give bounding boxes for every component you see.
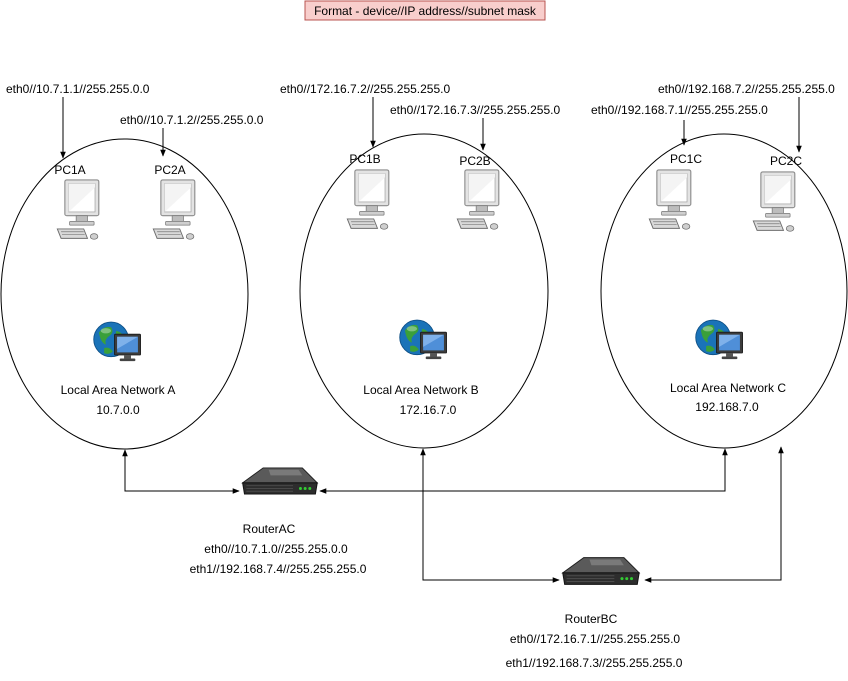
lan-b-address: 172.16.7.0 xyxy=(400,403,457,417)
pc1b-label: PC1B xyxy=(349,152,380,166)
pc1c-iface: eth0//192.168.7.1//255.255.255.0 xyxy=(591,103,768,117)
pc2b-iface: eth0//172.16.7.3//255.255.255.0 xyxy=(390,103,560,117)
pc1a-icon xyxy=(56,179,100,240)
pc1a-iface: eth0//10.7.1.1//255.255.0.0 xyxy=(6,82,150,96)
lan-b-globe-icon xyxy=(399,319,447,360)
lan-b-boundary xyxy=(299,133,549,449)
router-connections xyxy=(122,446,784,583)
link-lan-a-routerac xyxy=(122,449,240,494)
link-routerbc-lan-c xyxy=(644,446,784,583)
routerac-icon xyxy=(242,467,318,495)
lan-a-address: 10.7.0.0 xyxy=(96,403,140,417)
lan-c-name: Local Area Network C xyxy=(670,381,786,395)
routerac-eth1: eth1//192.168.7.4//255.255.255.0 xyxy=(190,562,367,576)
routerac-eth0: eth0//10.7.1.0//255.255.0.0 xyxy=(204,542,348,556)
lan-c-address: 192.168.7.0 xyxy=(695,400,759,414)
pc2b-icon xyxy=(456,169,500,230)
routerbc-icon xyxy=(562,557,640,585)
lan-a-boundary xyxy=(0,138,249,450)
routerbc-eth0: eth0//172.16.7.1//255.255.255.0 xyxy=(510,632,680,646)
pc2a-iface: eth0//10.7.1.2//255.255.0.0 xyxy=(120,113,264,127)
pc1a-label: PC1A xyxy=(54,163,85,177)
pc1b-icon xyxy=(346,169,390,230)
pc2a-icon xyxy=(152,179,196,240)
pc2c-icon xyxy=(752,171,796,232)
routerac-label: RouterAC xyxy=(243,522,296,536)
pc1b-iface: eth0//172.16.7.2//255.255.255.0 xyxy=(280,82,450,96)
pc2c-label: PC2C xyxy=(770,154,802,168)
pc2b-label: PC2B xyxy=(459,154,490,168)
routerbc-label: RouterBC xyxy=(565,612,618,626)
link-lan-b-routerbc xyxy=(420,448,560,583)
lan-a-name: Local Area Network A xyxy=(61,383,176,397)
format-note: Format - device//IP address//subnet mask xyxy=(304,0,546,21)
link-routerac-lan-c xyxy=(319,448,728,494)
pc2a-label: PC2A xyxy=(154,163,185,177)
routerbc-eth1: eth1//192.168.7.3//255.255.255.0 xyxy=(506,656,683,670)
lan-a-globe-icon xyxy=(93,321,141,362)
pc2c-iface: eth0//192.168.7.2//255.255.255.0 xyxy=(658,82,835,96)
lan-c-globe-icon xyxy=(695,319,743,360)
pc-link-arrows xyxy=(60,97,802,159)
format-note-text: Format - device//IP address//subnet mask xyxy=(314,4,537,18)
pc1c-icon xyxy=(648,169,692,230)
pc1c-label: PC1C xyxy=(670,152,702,166)
lan-b-name: Local Area Network B xyxy=(363,383,478,397)
